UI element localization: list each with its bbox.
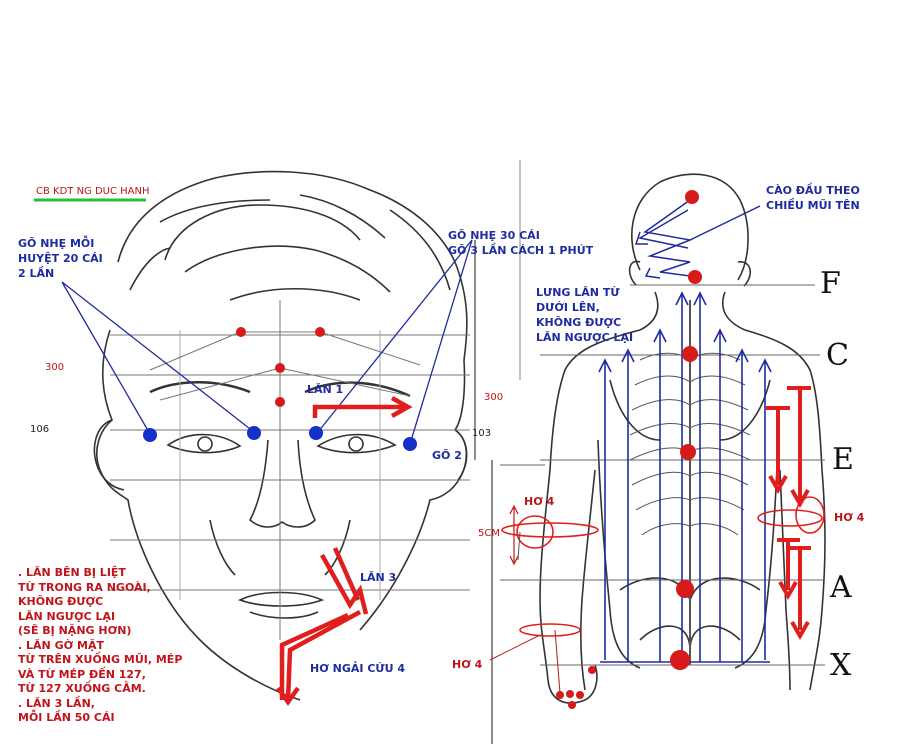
level-letter-f: F bbox=[820, 266, 841, 301]
point-neck bbox=[688, 270, 702, 284]
body-points bbox=[556, 190, 702, 709]
instr-line-1: . LĂN BÊN BỊ LIỆT bbox=[18, 566, 126, 579]
roll-1-label: LĂN 1 bbox=[307, 383, 344, 396]
point-temple-left bbox=[143, 428, 157, 442]
level-letter-e: E bbox=[832, 442, 854, 477]
point-hand-5 bbox=[568, 701, 576, 709]
point-hand-3 bbox=[566, 690, 574, 698]
point-upper-back bbox=[682, 346, 698, 362]
hand-leader bbox=[489, 634, 541, 661]
point-hand-4 bbox=[576, 691, 584, 699]
moxa-rings bbox=[501, 496, 825, 637]
tap-right-line-2: GÕ 3 LẦN CÁCH 1 PHÚT bbox=[448, 244, 594, 257]
tap-left-note: GÕ NHẸ MỖI HUYỆT 20 CÁI 2 LẦN bbox=[18, 236, 103, 281]
hand-leader-2 bbox=[554, 629, 561, 694]
instr-line-3: KHÔNG ĐƯỢC bbox=[18, 595, 104, 608]
instr-line-2: TỪ TRONG RA NGOÀI, bbox=[18, 580, 151, 594]
point-hand-1 bbox=[588, 666, 596, 674]
back-roll-line-3: KHÔNG ĐƯỢC bbox=[536, 316, 622, 329]
credit-label: CB KDT NG DUC HANH bbox=[36, 186, 150, 197]
head-scrape-arrows bbox=[634, 199, 761, 279]
roll-3-label: LĂN 3 bbox=[360, 571, 397, 584]
point-forehead-center bbox=[275, 363, 285, 373]
back-roll-line-1: LƯNG LĂN TỪ bbox=[536, 286, 620, 299]
head-scrape-note: CÀO ĐẦU THEO CHIỀU MŨI TÊN bbox=[766, 183, 860, 213]
instr-line-8: VÀ TỪ MÉP ĐẾN 127, bbox=[18, 667, 146, 681]
point-forehead-left bbox=[236, 327, 246, 337]
point-eye-inner-left bbox=[247, 426, 261, 440]
instructions-note: . LĂN BÊN BỊ LIỆT TỪ TRONG RA NGOÀI, KHÔ… bbox=[18, 566, 182, 726]
level-letter-a: A bbox=[830, 570, 852, 605]
point-mid-back bbox=[680, 444, 696, 460]
instr-line-9: TỪ 127 XUỐNG CẰM. bbox=[18, 682, 146, 695]
instr-line-10: . LĂN 3 LẦN, bbox=[18, 696, 95, 710]
point-sacrum bbox=[670, 650, 690, 670]
point-hand-2 bbox=[556, 691, 564, 699]
tap-left-line-3: 2 LẦN bbox=[18, 267, 55, 280]
back-roll-line-4: LĂN NGƯỢC LẠI bbox=[536, 331, 634, 344]
point-forehead-right bbox=[315, 327, 325, 337]
instr-line-6: . LĂN GỜ MẶT bbox=[18, 638, 104, 652]
tap-left-line-1: GÕ NHẸ MỖI bbox=[18, 237, 95, 250]
ho4-arm-left-label: HƠ 4 bbox=[524, 495, 555, 508]
point-temple-right bbox=[403, 437, 417, 451]
point-eye-inner-right bbox=[309, 426, 323, 440]
num-300-right: 300 bbox=[484, 392, 504, 403]
face-red-arrows bbox=[276, 396, 413, 706]
head-scrape-line-2: CHIỀU MŨI TÊN bbox=[766, 199, 860, 212]
face-grid bbox=[110, 300, 470, 640]
tap-left-line-2: HUYỆT 20 CÁI bbox=[18, 252, 103, 265]
instr-line-7: TỪ TRÊN XUỐNG MŨI, MÉP bbox=[18, 653, 183, 666]
num-106: 106 bbox=[30, 424, 50, 435]
instr-line-5: (SẼ BỊ NẶNG HƠN) bbox=[18, 624, 132, 637]
point-lower-back bbox=[676, 580, 694, 598]
head-scrape-line-1: CÀO ĐẦU THEO bbox=[766, 184, 860, 197]
cm5-label: 5CM bbox=[478, 528, 500, 539]
instr-line-11: MỖI LẦN 50 CÁI bbox=[18, 711, 115, 724]
face-sketch bbox=[93, 170, 468, 701]
face-points bbox=[143, 327, 417, 451]
tap-right-line-1: GÕ NHẸ 30 CÁI bbox=[448, 229, 540, 242]
tap-2-label: GÕ 2 bbox=[432, 449, 462, 462]
back-roll-arrows bbox=[598, 291, 772, 663]
tap-right-note: GÕ NHẸ 30 CÁI GÕ 3 LẦN CÁCH 1 PHÚT bbox=[448, 228, 593, 258]
num-300-left: 300 bbox=[45, 362, 65, 373]
separator-lines bbox=[474, 160, 521, 744]
point-head-top bbox=[685, 190, 699, 204]
face-leader-lines bbox=[61, 239, 473, 445]
num-103: 103 bbox=[472, 428, 492, 439]
arm-red-arrows bbox=[766, 386, 811, 641]
ho4-hand-label: HƠ 4 bbox=[452, 658, 483, 671]
level-letter-c: C bbox=[826, 338, 849, 373]
moxa-face-label: HƠ NGẢI CỨU 4 bbox=[310, 662, 405, 675]
back-roll-line-2: DƯỚI LÊN, bbox=[536, 301, 600, 314]
ho4-arm-right-label: HƠ 4 bbox=[834, 511, 865, 524]
cm-dimension bbox=[509, 504, 519, 566]
level-letter-x: X bbox=[830, 648, 852, 683]
point-brow-center bbox=[275, 397, 285, 407]
back-roll-note: LƯNG LĂN TỪ DƯỚI LÊN, KHÔNG ĐƯỢC LĂN NGƯ… bbox=[536, 285, 633, 345]
instr-line-4: LĂN NGƯỢC LẠI bbox=[18, 609, 116, 623]
